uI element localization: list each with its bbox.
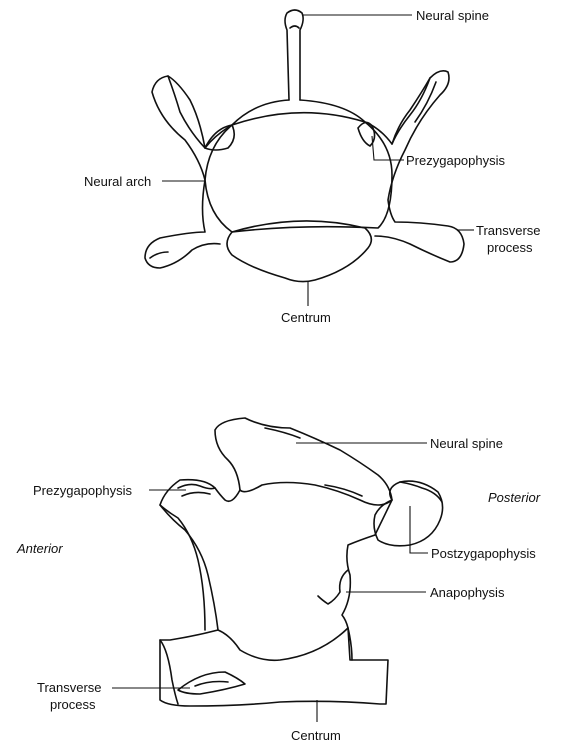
postzygapophysis-outline (373, 480, 444, 547)
prezygapophysis-facet-line (181, 491, 211, 497)
label-centrum-top: Centrum (281, 310, 331, 325)
right-spine-ridge (414, 81, 437, 123)
top-view-labels: Neural spine Prezygapophysis Neural arch… (84, 8, 541, 325)
anapophysis-shape (317, 569, 349, 605)
label-prezygapophysis-top: Prezygapophysis (406, 153, 505, 168)
label-neural-spine-top: Neural spine (416, 8, 489, 23)
label-anterior: Anterior (16, 541, 63, 556)
leader-postzygapophysis (409, 506, 428, 554)
spine-base-detail (324, 484, 363, 497)
postzyg-inner-line (399, 481, 443, 503)
leader-prezygapophysis-top (371, 135, 404, 161)
neural-spine-tip-detail (289, 25, 300, 29)
left-arch-outline (144, 75, 290, 269)
transverse-process-detail (194, 680, 229, 687)
lateral-neural-spine (214, 417, 393, 506)
right-arch-outline (299, 70, 465, 263)
right-prezyg-ridge (391, 77, 431, 145)
neural-canal (204, 111, 393, 233)
lateral-body-outline (159, 478, 393, 707)
top-view-leaders (162, 14, 474, 306)
left-transverse-detail (149, 251, 169, 259)
label-posterior: Posterior (488, 490, 541, 505)
lateral-centrum-outline (217, 627, 349, 662)
label-transverse-lateral-line1: Transverse (37, 680, 102, 695)
label-transverse-top-line2: process (487, 240, 533, 255)
left-prezygapophysis-facet (204, 124, 236, 151)
neural-spine-outline (284, 9, 304, 101)
label-centrum-lateral: Centrum (291, 728, 341, 743)
label-anapophysis: Anapophysis (430, 585, 505, 600)
label-postzygapophysis: Postzygapophysis (431, 546, 536, 561)
vertebra-lateral-view (159, 417, 444, 707)
vertebra-anterior-view (144, 9, 465, 283)
label-neural-spine-lateral: Neural spine (430, 436, 503, 451)
centrum-anterior-edge (159, 639, 179, 705)
anterior-rim (159, 504, 206, 631)
transverse-process-shape (177, 671, 246, 695)
lateral-view-leaders (112, 442, 428, 722)
label-neural-arch: Neural arch (84, 174, 151, 189)
lateral-view-labels: Neural spine Prezygapophysis Posterior A… (16, 436, 541, 743)
label-transverse-lateral-line2: process (50, 697, 96, 712)
label-transverse-top-line1: Transverse (476, 223, 541, 238)
centrum-outline (226, 220, 373, 283)
left-prezyg-ridge (167, 75, 206, 149)
centrum-posterior-edge (347, 627, 353, 661)
prezygapophysis-rim (177, 483, 216, 490)
spine-crest-detail (264, 427, 301, 439)
label-prezygapophysis-lateral: Prezygapophysis (33, 483, 132, 498)
